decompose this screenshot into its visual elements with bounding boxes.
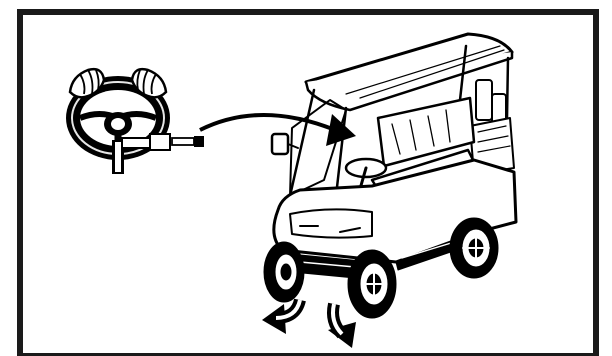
front-left-wheel	[264, 242, 304, 302]
front-right-wheel	[348, 250, 396, 318]
rear-wheel	[450, 218, 498, 278]
